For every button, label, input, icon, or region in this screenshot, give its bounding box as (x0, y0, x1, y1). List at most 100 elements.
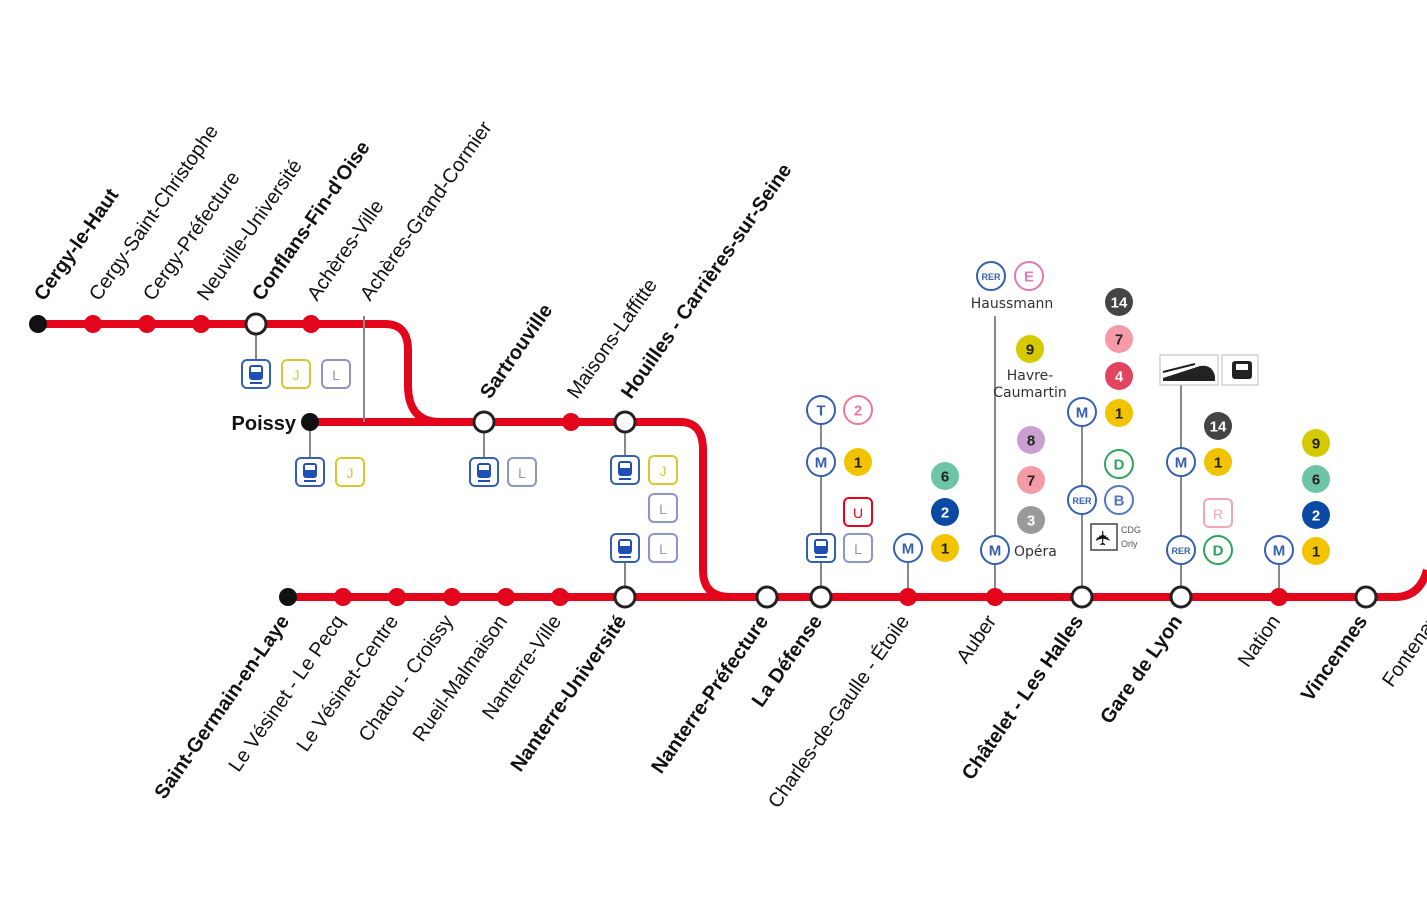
station-label: Nation (1234, 611, 1285, 671)
metro-line-badge[interactable]: 9 (1016, 335, 1044, 363)
metro-line-badge[interactable]: 8 (1017, 426, 1045, 454)
metro-icon[interactable]: M (1166, 447, 1196, 477)
metro-line-badge[interactable]: 7 (1105, 325, 1133, 353)
metro-line-badge[interactable]: 14 (1105, 288, 1133, 316)
metro-line-badge[interactable]: 7 (1017, 466, 1045, 494)
rer-icon[interactable]: RER (1067, 485, 1097, 515)
line-l-badge[interactable]: L (507, 457, 537, 487)
rer-icon[interactable]: RER (1166, 535, 1196, 565)
metro-line-badge[interactable]: 6 (931, 462, 959, 490)
tram-line-badge[interactable]: 2 (843, 395, 873, 425)
station-label: Nanterre-Université (507, 611, 631, 776)
line-j-badge[interactable]: J (335, 457, 365, 487)
station-stop[interactable] (562, 413, 580, 431)
rer-icon[interactable]: RER (976, 261, 1006, 291)
svg-text:M: M (989, 543, 1002, 560)
line-j-badge[interactable]: J (281, 359, 311, 389)
station-terminus[interactable] (29, 315, 47, 333)
station-label: Fontenay (1378, 610, 1427, 691)
station-stop[interactable] (138, 315, 156, 333)
metro-line-badge[interactable]: 2 (931, 498, 959, 526)
svg-text:RER: RER (1171, 546, 1191, 556)
metro-line-badge[interactable]: 6 (1302, 465, 1330, 493)
metro-icon[interactable]: M (806, 447, 836, 477)
metro-line-badge[interactable]: 1 (844, 448, 872, 476)
svg-text:2: 2 (1312, 508, 1320, 525)
metro-icon[interactable]: M (1264, 535, 1294, 565)
station-interchange[interactable] (1354, 585, 1378, 609)
svg-text:1: 1 (1214, 455, 1222, 472)
svg-text:2: 2 (854, 403, 862, 420)
station-stop[interactable] (443, 588, 461, 606)
station-label: Auber (952, 611, 1001, 668)
station-stop[interactable] (334, 588, 352, 606)
station-interchange[interactable] (472, 410, 496, 434)
svg-text:8: 8 (1027, 433, 1035, 450)
station-interchange[interactable] (613, 585, 637, 609)
station-stop[interactable] (1270, 588, 1288, 606)
station-interchange[interactable] (1169, 585, 1193, 609)
station-interchange[interactable] (755, 585, 779, 609)
station-label: Le Vésinet-Centre (293, 611, 403, 756)
metro-line-badge[interactable]: 1 (1204, 448, 1232, 476)
station-stop[interactable] (899, 588, 917, 606)
station-stop[interactable] (551, 588, 569, 606)
svg-text:4: 4 (1115, 369, 1124, 386)
station-sublabel: Haussmann (971, 296, 1054, 312)
svg-text:U: U (853, 505, 863, 521)
metro-line-badge[interactable]: 1 (931, 534, 959, 562)
svg-text:7: 7 (1115, 332, 1123, 349)
station-interchange[interactable] (1070, 585, 1094, 609)
svg-text:J: J (347, 465, 354, 481)
station-stop[interactable] (388, 588, 406, 606)
tram-icon[interactable]: T (806, 395, 836, 425)
line-l-badge[interactable]: L (321, 359, 351, 389)
rer-line-badge[interactable]: D (1203, 535, 1233, 565)
svg-text:6: 6 (941, 469, 949, 486)
metro-line-badge[interactable]: 3 (1017, 506, 1045, 534)
line-j-badge[interactable]: J (648, 455, 678, 485)
station-stop[interactable] (192, 315, 210, 333)
svg-text:1: 1 (854, 455, 862, 472)
station-stop[interactable] (302, 315, 320, 333)
svg-text:E: E (1024, 269, 1034, 286)
metro-icon[interactable]: M (980, 535, 1010, 565)
metro-line-badge[interactable]: 4 (1105, 362, 1133, 390)
rer-line-badge[interactable]: E (1014, 261, 1044, 291)
tgv-train-icon (1159, 354, 1219, 386)
train-icon[interactable] (295, 457, 325, 487)
station-interchange[interactable] (809, 585, 833, 609)
metro-icon[interactable]: M (893, 533, 923, 563)
line-l-badge[interactable]: L (648, 533, 678, 563)
svg-text:L: L (518, 465, 526, 481)
metro-icon[interactable]: M (1067, 397, 1097, 427)
line-r-badge[interactable]: R (1203, 498, 1233, 528)
train-icon[interactable] (469, 457, 499, 487)
station-stop[interactable] (986, 588, 1004, 606)
station-interchange[interactable] (244, 312, 268, 336)
station-label: Rueil-Malmaison (409, 611, 512, 746)
train-icon[interactable] (806, 533, 836, 563)
train-icon[interactable] (241, 359, 271, 389)
metro-line-badge[interactable]: 9 (1302, 429, 1330, 457)
station-label: Gare de Lyon (1096, 611, 1187, 728)
station-terminus[interactable] (279, 588, 297, 606)
train-icon[interactable] (610, 455, 640, 485)
station-interchange[interactable] (613, 410, 637, 434)
train-icon[interactable] (610, 533, 640, 563)
metro-line-badge[interactable]: 2 (1302, 501, 1330, 529)
rer-line-badge[interactable]: B (1104, 485, 1134, 515)
line-u-badge[interactable]: U (843, 497, 873, 527)
station-stop[interactable] (497, 588, 515, 606)
line-paths (38, 320, 1427, 601)
svg-text:M: M (1273, 543, 1286, 560)
metro-line-badge[interactable]: 1 (1105, 399, 1133, 427)
station-stop[interactable] (84, 315, 102, 333)
metro-line-badge[interactable]: 1 (1302, 537, 1330, 565)
station-terminus[interactable] (301, 413, 319, 431)
line-l-badge[interactable]: L (843, 533, 873, 563)
rer-line-badge[interactable]: D (1104, 449, 1134, 479)
station-label: Poissy (232, 413, 297, 435)
metro-line-badge[interactable]: 14 (1204, 412, 1232, 440)
line-l-badge[interactable]: L (648, 493, 678, 523)
